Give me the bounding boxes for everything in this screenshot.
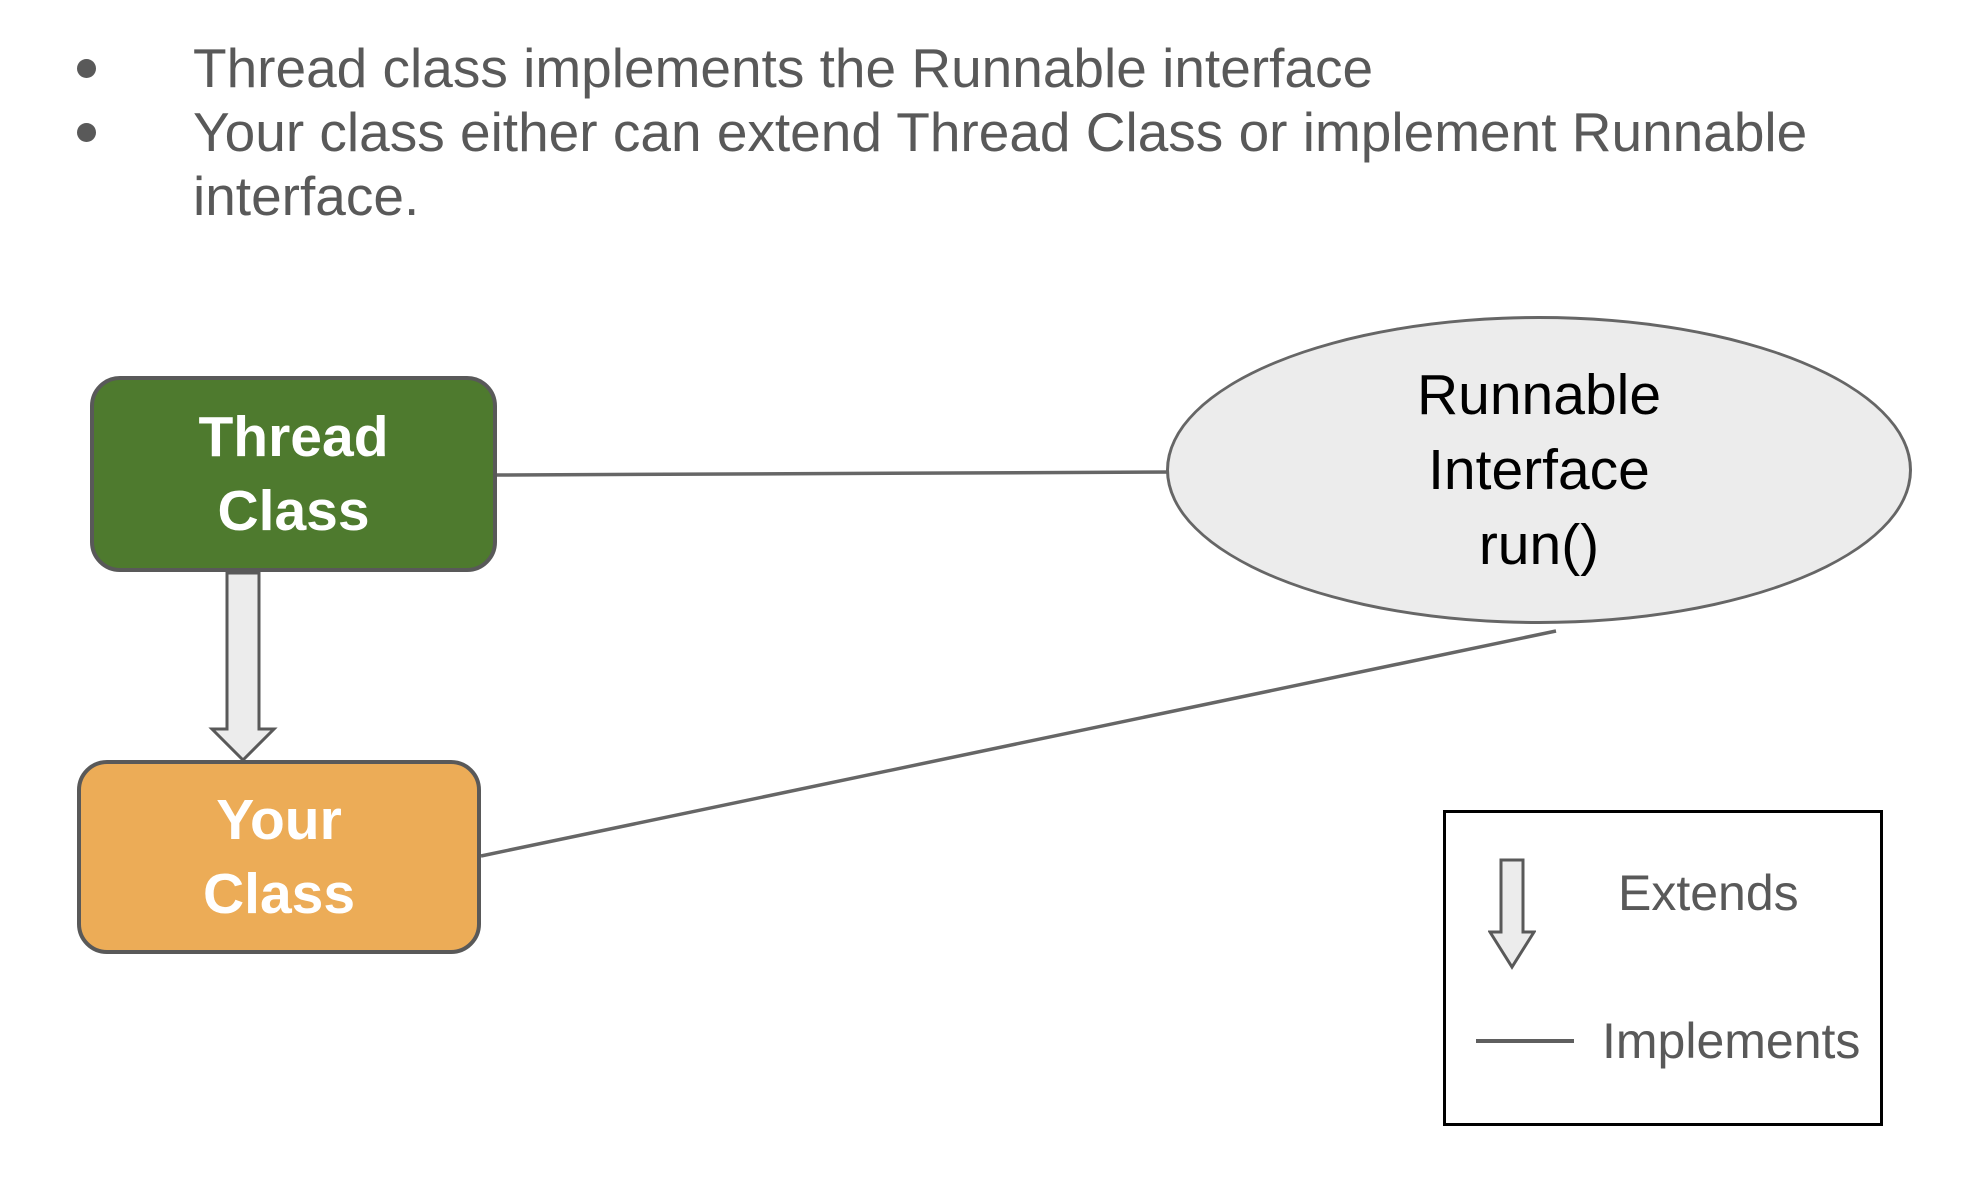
- extends-arrow-icon: [1488, 858, 1536, 970]
- node-your-class: Your Class: [77, 760, 481, 954]
- bullet-item-2: Your class either can extend Thread Clas…: [77, 100, 1923, 228]
- bullet-list: Thread class implements the Runnable int…: [77, 36, 1923, 228]
- implements-line-yourclass-to-runnable: [480, 629, 1557, 858]
- legend-box: Extends Implements: [1443, 810, 1883, 1126]
- extends-arrow: [208, 571, 278, 763]
- your-class-label-line2: Class: [202, 862, 356, 926]
- node-runnable-interface: Runnable Interface run(): [1166, 316, 1912, 624]
- runnable-label-line1: Runnable: [1416, 362, 1662, 427]
- thread-class-label-line2: Class: [217, 479, 370, 543]
- bullet-text-2: Your class either can extend Thread Clas…: [193, 101, 1808, 227]
- implements-line-thread-to-runnable: [496, 470, 1177, 477]
- bullet-dot: [77, 59, 96, 78]
- legend-extends-label: Extends: [1618, 865, 1799, 921]
- bullet-dot: [77, 123, 96, 142]
- node-thread-class: Thread Class: [90, 376, 497, 572]
- your-class-label-line1: Your: [216, 788, 342, 852]
- thread-class-label-line1: Thread: [198, 405, 389, 469]
- runnable-label-line2: Interface: [1428, 437, 1650, 502]
- legend-implements-label: Implements: [1602, 1013, 1861, 1069]
- runnable-label-line3: run(): [1478, 512, 1600, 577]
- implements-line-icon: [1476, 1039, 1574, 1043]
- bullet-item-1: Thread class implements the Runnable int…: [77, 36, 1923, 100]
- bullet-text-1: Thread class implements the Runnable int…: [193, 37, 1374, 99]
